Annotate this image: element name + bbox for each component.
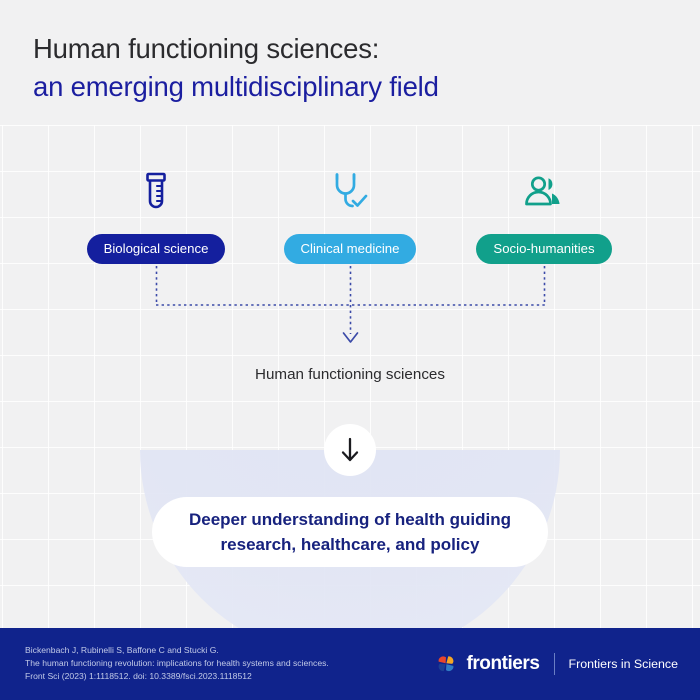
brand-divider [553,653,555,675]
outcome-line-1: Deeper understanding of health guiding [188,510,512,529]
people-group-icon [522,168,566,216]
citation-line-doi: Front Sci (2023) 1:1118512. doi: 10.3389… [25,671,252,682]
test-tube-icon [139,168,173,216]
pillar-biological-science[interactable]: Biological science [56,168,256,264]
connector-lines [155,266,546,343]
brand-wordmark: frontiers [466,653,540,674]
outcome-line-2: research, healthcare, and policy [220,535,480,554]
pillar-label-clinical[interactable]: Clinical medicine [283,234,417,264]
pillar-clinical-medicine[interactable]: Clinical medicine [250,168,450,264]
title-line-1: Human functioning sciences: [33,33,380,64]
title-line-2: an emerging multidisciplinary field [33,71,439,102]
frontiers-branding[interactable]: frontiers Frontiers in Science [434,652,678,676]
frontiers-pinwheel-logo [439,656,454,672]
down-arrow-badge [324,424,376,476]
outcome-card: Deeper understanding of health guiding r… [152,497,548,567]
citation-line-authors: Bickenbach J, Rubinelli S, Baffone C and… [25,645,219,655]
citation-block: Bickenbach J, Rubinelli S, Baffone C and… [25,644,329,684]
footer-bar: Bickenbach J, Rubinelli S, Baffone C and… [0,628,700,700]
brand-tagline: Frontiers in Science [568,657,679,671]
pillar-label-socio[interactable]: Socio-humanities [476,234,612,264]
down-arrow-icon [341,437,359,462]
convergence-label: Human functioning sciences [255,366,445,383]
stethoscope-check-icon [328,168,372,216]
pillar-socio-humanities[interactable]: Socio-humanities [444,168,644,264]
page-title: Human functioning sciences: an emerging … [33,30,673,106]
citation-line-title: The human functioning revolution: implic… [25,658,329,669]
pillar-label-biological[interactable]: Biological science [86,234,226,264]
